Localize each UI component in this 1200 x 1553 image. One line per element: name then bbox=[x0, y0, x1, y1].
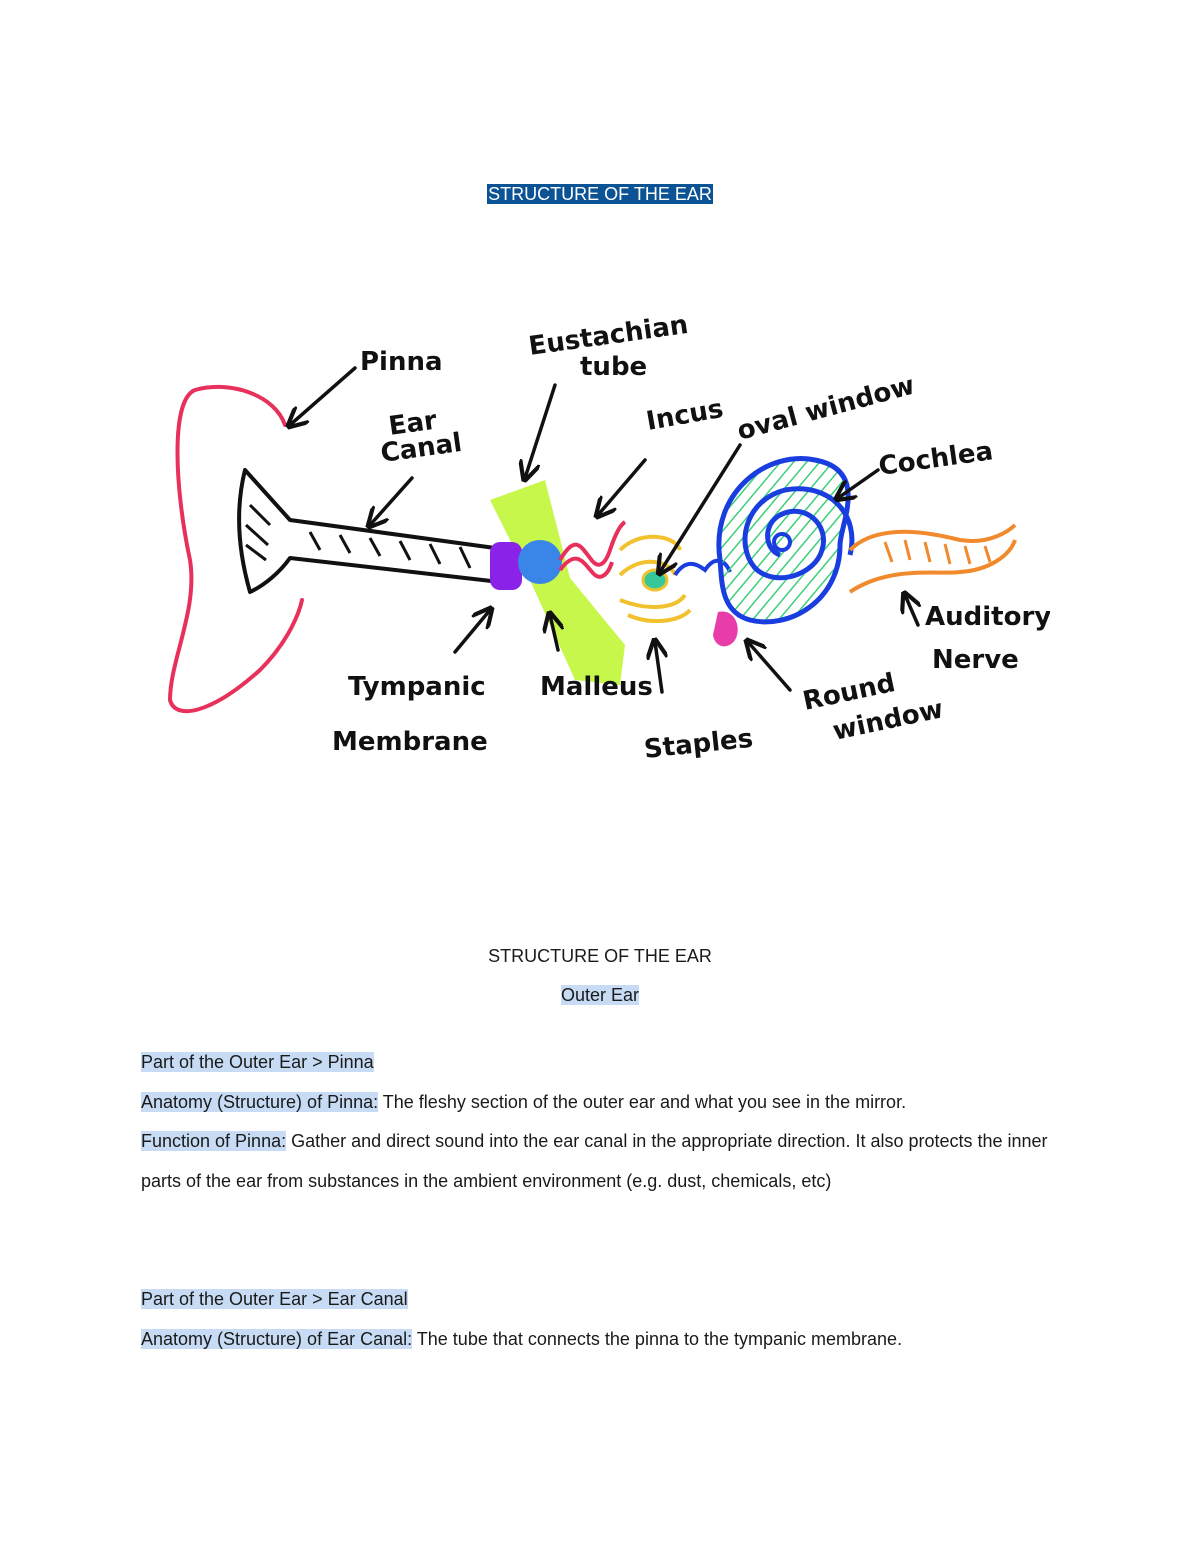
round-window-shape bbox=[713, 611, 738, 647]
pinna-arrow bbox=[290, 366, 357, 425]
malleus-arrow bbox=[550, 615, 558, 652]
pinna-function-label: Function of Pinna: bbox=[141, 1131, 287, 1151]
staples-shape bbox=[618, 534, 692, 623]
pinna-anatomy: Anatomy (Structure) of Pinna: The fleshy… bbox=[141, 1083, 1061, 1123]
section-title: STRUCTURE OF THE EAR bbox=[488, 946, 712, 966]
section-subtitle-text: Outer Ear bbox=[560, 985, 640, 1005]
oval-window-arrow bbox=[660, 443, 742, 572]
pinna-anatomy-text: The fleshy section of the outer ear and … bbox=[378, 1091, 907, 1112]
pinna-shape bbox=[167, 384, 304, 714]
eustachian-tube-shape bbox=[490, 480, 625, 685]
document-title-text: STRUCTURE OF THE EAR bbox=[487, 184, 713, 204]
ear-canal-heading-text: Part of the Outer Ear > Ear Canal bbox=[141, 1289, 408, 1309]
incus-shape bbox=[558, 520, 627, 567]
ear-canal-anatomy: Anatomy (Structure) of Ear Canal: The tu… bbox=[141, 1320, 1061, 1360]
label-malleus: Malleus bbox=[540, 672, 653, 702]
cochlea-shape bbox=[716, 456, 855, 625]
ear-diagram: Pinna Eustachian tube Incus oval window … bbox=[167, 310, 1050, 765]
auditory-nerve-shape bbox=[848, 523, 1017, 594]
label-cochlea: Cochlea bbox=[877, 436, 995, 482]
pinna-heading-text: Part of the Outer Ear > Pinna bbox=[141, 1052, 374, 1072]
label-oval-window: oval window bbox=[734, 371, 918, 447]
document-title: STRUCTURE OF THE EAR bbox=[0, 181, 1200, 207]
ear-canal-anatomy-text: The tube that connects the pinna to the … bbox=[412, 1328, 903, 1349]
tympanic-arrow bbox=[453, 610, 490, 654]
pinna-function: Function of Pinna: Gather and direct sou… bbox=[141, 1122, 1061, 1201]
label-pinna: Pinna bbox=[360, 347, 443, 377]
label-tympanic-2: Membrane bbox=[332, 727, 488, 757]
ear-canal-shape bbox=[236, 468, 502, 594]
pinna-section: Part of the Outer Ear > Pinna Anatomy (S… bbox=[141, 1043, 1061, 1201]
cochlea-arrow bbox=[838, 468, 880, 498]
ear-canal-anatomy-label: Anatomy (Structure) of Ear Canal: bbox=[141, 1328, 413, 1349]
label-eustachian-2: tube bbox=[580, 352, 647, 382]
ear-canal-section: Part of the Outer Ear > Ear Canal Anatom… bbox=[141, 1280, 1061, 1359]
pinna-anatomy-label: Anatomy (Structure) of Pinna: bbox=[141, 1091, 379, 1112]
incus-arrow bbox=[598, 458, 647, 515]
round-window-arrow bbox=[748, 642, 792, 692]
label-auditory-1: Auditory bbox=[925, 602, 1050, 632]
pinna-heading: Part of the Outer Ear > Pinna bbox=[141, 1043, 1061, 1083]
label-auditory-2: Nerve bbox=[932, 645, 1019, 675]
oval-window-shape bbox=[641, 568, 669, 592]
label-incus: Incus bbox=[644, 394, 726, 437]
tympanic-membrane-shape bbox=[490, 542, 522, 590]
staples-arrow bbox=[655, 642, 662, 694]
label-tympanic-1: Tympanic bbox=[348, 672, 486, 702]
malleus-shape bbox=[518, 540, 562, 584]
pinna-function-text: Gather and direct sound into the ear can… bbox=[141, 1131, 1048, 1191]
ear-canal-arrow bbox=[370, 476, 414, 525]
section-subtitle: Outer Ear bbox=[0, 982, 1200, 1008]
label-ear-canal-1: Ear bbox=[387, 406, 439, 442]
ear-canal-heading: Part of the Outer Ear > Ear Canal bbox=[141, 1280, 1061, 1320]
eustachian-arrow bbox=[525, 383, 557, 478]
auditory-arrow bbox=[905, 595, 918, 627]
label-staples: Staples bbox=[643, 724, 755, 765]
